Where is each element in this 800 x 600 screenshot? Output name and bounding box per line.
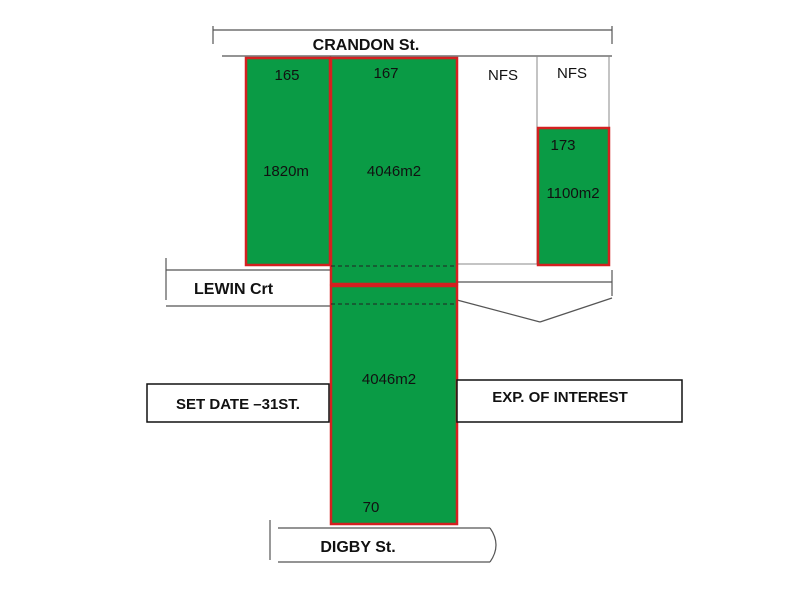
nfs-label-2: NFS: [557, 65, 587, 82]
lot-167-area: 4046m2: [367, 163, 421, 180]
lot-173: 173 1100m2: [536, 126, 611, 267]
lot-70: 4046m2 70: [329, 284, 459, 526]
lewin-court-label: LEWIN Crt: [194, 281, 274, 298]
set-date-note: SET DATE –31ST.: [146, 383, 330, 423]
lot-165-area: 1820m: [263, 163, 309, 180]
set-date-note-text: SET DATE –31ST.: [176, 396, 300, 413]
crandon-street: CRANDON St.: [212, 26, 613, 57]
expression-of-interest-note-text: EXP. OF INTEREST: [492, 389, 628, 406]
expression-of-interest-note: EXP. OF INTEREST: [456, 379, 683, 423]
lot-167: 167 4046m2: [329, 56, 459, 286]
lot-167-number: 167: [373, 65, 398, 82]
lot-173-area: 1100m2: [546, 185, 599, 202]
lewin-court: LEWIN Crt: [165, 258, 613, 323]
lot-70-area: 4046m2: [362, 371, 416, 388]
lot-173-number: 173: [550, 137, 575, 154]
lot-165-number: 165: [274, 67, 299, 84]
nfs-label-1: NFS: [488, 67, 518, 84]
digby-street-label: DIGBY St.: [320, 539, 395, 556]
digby-street: DIGBY St.: [269, 520, 497, 563]
lot-70-number: 70: [363, 499, 380, 516]
lot-165: 165 1820m: [244, 56, 332, 267]
crandon-street-label: CRANDON St.: [313, 37, 420, 54]
